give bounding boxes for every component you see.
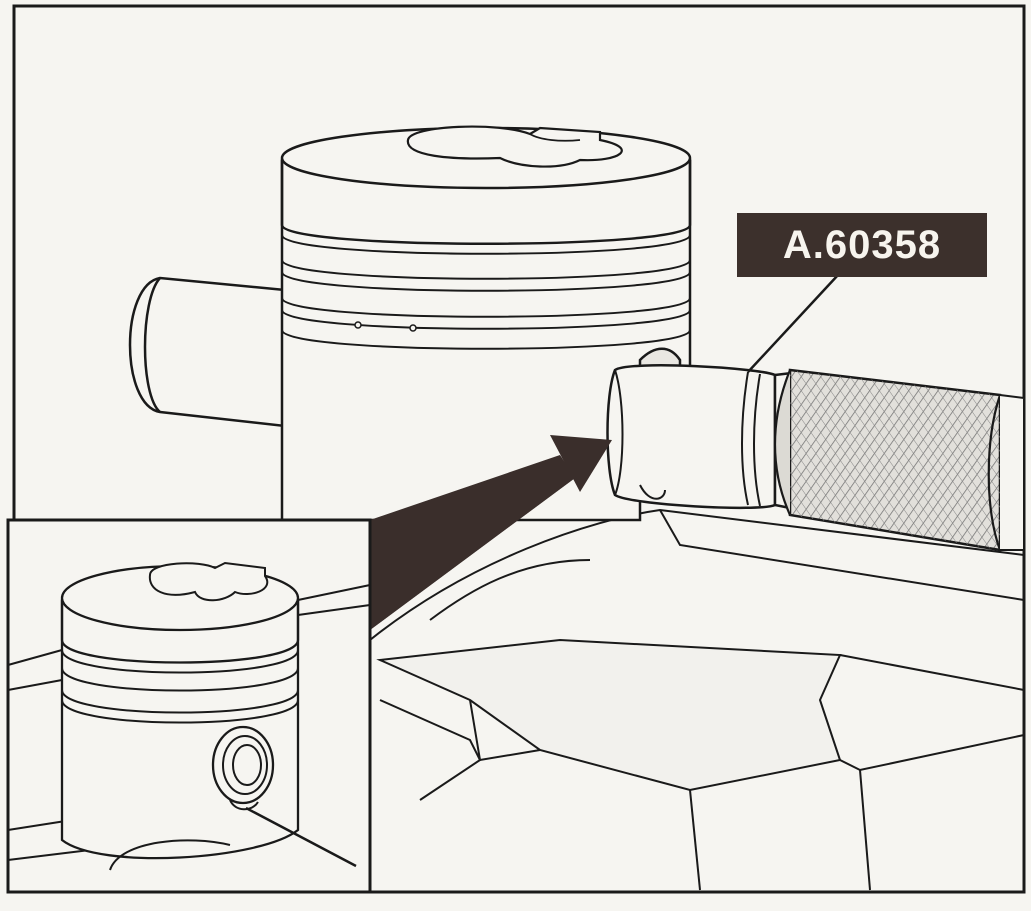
wrist-pin-left: [128, 276, 287, 428]
tool-leader-line: [747, 274, 839, 373]
inset-panel: [6, 518, 372, 894]
tool-body: [606, 347, 1025, 552]
inset-piston: [60, 561, 300, 871]
pointer-arrow-icon: [370, 435, 612, 630]
tool-part-number-label: A.60358: [737, 213, 987, 277]
inset-leader-line: [245, 806, 357, 868]
